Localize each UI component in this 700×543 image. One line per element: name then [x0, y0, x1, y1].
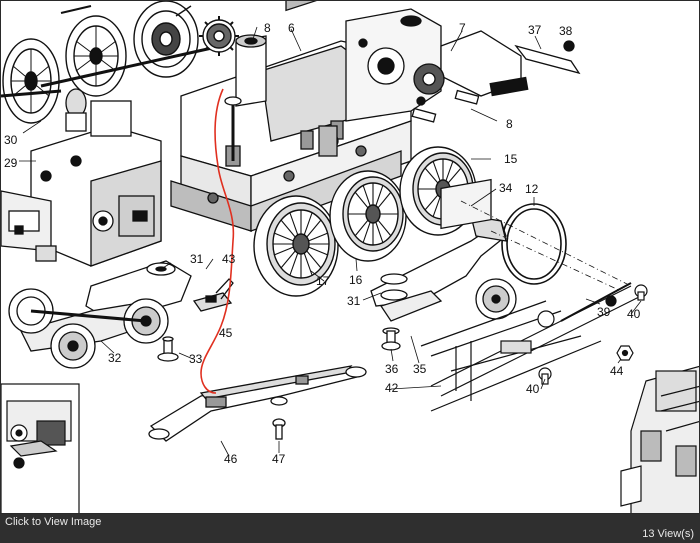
- exploded-parts-diagram: 8 6 7 37 38 8 30 29 15 34 12 31 43 16 31…: [1, 1, 699, 513]
- part-label: 29: [4, 156, 18, 170]
- part-label: 15: [504, 152, 518, 166]
- part-label: 39: [597, 305, 611, 319]
- screw-33: [157, 336, 179, 362]
- small-fixings: [538, 284, 648, 385]
- screw-36: [381, 327, 401, 351]
- view-count: 13 View(s): [642, 528, 694, 540]
- inset-detail: [1, 383, 80, 513]
- part-label: 16: [349, 273, 363, 287]
- gear-and-bracket: [411, 30, 581, 123]
- part-label: 6: [288, 21, 295, 35]
- view-count-suffix: View(s): [654, 528, 694, 540]
- part-label: 40: [526, 382, 540, 396]
- part-label: 42: [385, 381, 399, 395]
- part-label: 8: [264, 21, 271, 35]
- keeper-plate: [370, 178, 517, 322]
- view-count-number: 13: [642, 528, 655, 540]
- red-annotation-line: [200, 88, 235, 394]
- part-label: 12: [525, 182, 539, 196]
- part-label: 8: [506, 117, 513, 131]
- part-label: 35: [413, 362, 427, 376]
- part-label: 17: [316, 274, 330, 288]
- part-label: 47: [272, 452, 286, 466]
- pony-truck: [8, 260, 192, 369]
- part-label: 40: [627, 307, 641, 321]
- driving-wheel-16: [329, 170, 407, 262]
- part-label: 38: [559, 24, 573, 38]
- part-label: 44: [610, 364, 624, 378]
- locomotive-frame: [170, 1, 442, 232]
- part-label: 7: [459, 21, 466, 35]
- driving-wheels: [253, 146, 477, 297]
- part-label: 36: [385, 362, 399, 376]
- part-label: 43: [222, 252, 236, 266]
- part-label: 30: [4, 133, 18, 147]
- truck-beam-46: [148, 365, 367, 442]
- tender-chassis: [620, 365, 699, 513]
- part-label: 33: [189, 352, 203, 366]
- part-label: 31: [347, 294, 361, 308]
- part-label: 32: [108, 351, 122, 365]
- drive-band-12: [501, 203, 567, 285]
- driving-wheel-17: [253, 195, 339, 297]
- front-bogie-assembly: [1, 88, 162, 267]
- upper-left-wheels: [1, 1, 239, 124]
- image-frame[interactable]: 8 6 7 37 38 8 30 29 15 34 12 31 43 16 31…: [0, 0, 700, 514]
- part-label: 34: [499, 181, 513, 195]
- part-labels: 8 6 7 37 38 8 30 29 15 34 12 31 43 16 31…: [4, 21, 641, 466]
- valve-gear: [420, 282, 642, 412]
- click-to-view-link[interactable]: Click to View Image: [5, 516, 102, 528]
- part-label: 46: [224, 452, 238, 466]
- part-label: 45: [219, 326, 233, 340]
- part-label: 37: [528, 23, 542, 37]
- screw-47: [272, 418, 286, 440]
- viewer-footer: Click to View Image 13 View(s): [0, 514, 700, 543]
- part-label: 31: [190, 252, 204, 266]
